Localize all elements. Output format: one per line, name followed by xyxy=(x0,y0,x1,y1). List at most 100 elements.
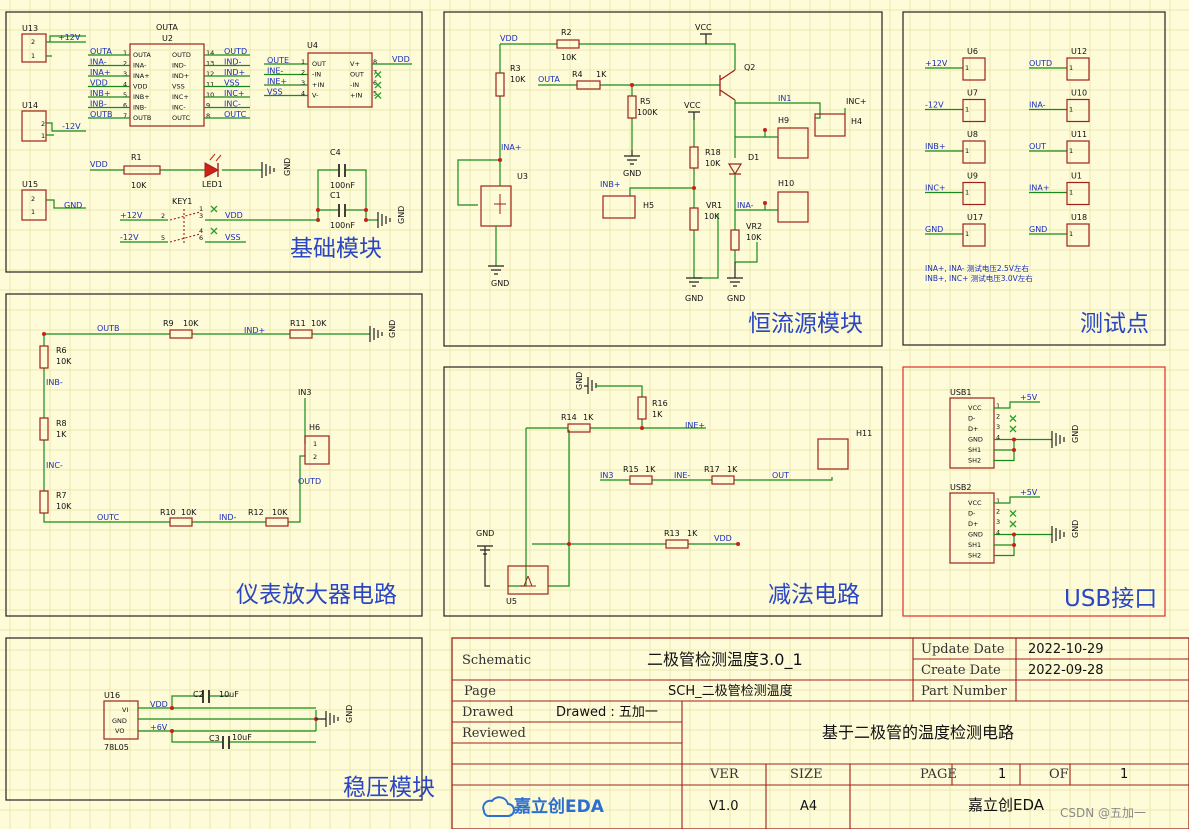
u2-pin-right: INC- xyxy=(172,104,186,112)
usb-pin-name: GND xyxy=(968,436,983,444)
u2-label: U2 xyxy=(162,34,173,43)
u4-pin-right: -IN xyxy=(350,81,359,89)
vr2-value: 10K xyxy=(746,233,762,242)
test-point-pin: 1 xyxy=(965,64,969,72)
u4-pin-left: V- xyxy=(312,92,319,100)
led1-icon xyxy=(204,162,220,178)
u2-left-net: INA- xyxy=(90,58,107,67)
usb-pin-number: 3 xyxy=(996,423,1000,431)
no-connect-icon xyxy=(1009,510,1017,517)
title-block-frame xyxy=(451,637,1189,829)
u2-pin-left: INA+ xyxy=(133,72,150,80)
test-note-1: INA+, INA- 测试电压2.5V左右 xyxy=(925,263,1029,273)
key1-net-p12: +12V xyxy=(120,211,143,220)
ccs-net-inb-plus: INB+ xyxy=(600,180,621,189)
pin: 2 xyxy=(313,453,317,461)
r13-resistor xyxy=(665,539,689,549)
u13-wires xyxy=(46,35,86,57)
r3-value: 10K xyxy=(510,75,526,84)
r6-resistor xyxy=(39,345,49,369)
u15-connector xyxy=(21,189,47,221)
c4-value: 100nF xyxy=(330,181,355,190)
tb-version: V1.0 xyxy=(709,799,739,814)
u14-connector xyxy=(21,110,47,142)
q2-label: Q2 xyxy=(744,63,755,72)
usb-pin-number: 2 xyxy=(996,508,1000,516)
r5-resistor xyxy=(627,95,637,119)
r11-value: 10K xyxy=(311,319,327,328)
vr1-label: VR1 xyxy=(706,201,722,210)
test-point-pin: 1 xyxy=(1069,189,1073,197)
ccs-module: 恒流源模块 VDD R2 10K VCC R3 10K INA+ OUTA R4… xyxy=(443,11,883,347)
u14-wires xyxy=(46,122,86,136)
test-point-net: INA- xyxy=(1029,101,1046,110)
u4-net-vdd: VDD xyxy=(392,55,410,64)
test-point-net: -12V xyxy=(925,101,944,110)
u4-pin-left: -IN xyxy=(312,71,321,79)
vr1-gnd-label: GND xyxy=(685,294,703,303)
u15-label: U15 xyxy=(22,180,38,189)
u3-label: U3 xyxy=(517,172,528,181)
u2-pin-left: VDD xyxy=(133,83,147,91)
regulator-frame xyxy=(5,637,423,801)
ccs-net-inc-plus: INC+ xyxy=(846,97,867,106)
r8-value: 1K xyxy=(56,430,67,439)
pin: 1 xyxy=(313,440,317,448)
regulator-module: 稳压模块 U16 VI GND VO 78L05 C2 10uF C3 10uF… xyxy=(5,637,435,801)
r14-resistor xyxy=(567,423,591,433)
r16-label: R16 xyxy=(652,399,668,408)
led1-rays xyxy=(209,153,222,162)
u2-pin-number: 10 xyxy=(206,91,214,99)
pin: 2 xyxy=(41,120,45,128)
r4-value: 1K xyxy=(596,70,607,79)
tb-part-label: Part Number xyxy=(921,684,1008,699)
r18-resistor xyxy=(689,146,699,169)
u15-wires xyxy=(46,199,86,209)
gnd-icon xyxy=(488,265,504,275)
cap-plates xyxy=(202,690,230,749)
tb-drawed-label: Drawed xyxy=(462,705,514,720)
inamp-frame xyxy=(5,293,423,617)
gnd-icon xyxy=(261,162,275,178)
u3-reference xyxy=(480,185,512,227)
tb-create-date: 2022-09-28 xyxy=(1028,663,1104,678)
usb-pin-name: GND xyxy=(968,531,983,539)
usb-connector-body xyxy=(949,492,995,564)
usb-pin-number: 1 xyxy=(996,497,1000,505)
test-point-pin: 1 xyxy=(1069,106,1073,114)
tb-reviewed-label: Reviewed xyxy=(462,726,526,741)
key1-label: KEY1 xyxy=(172,197,192,206)
test-point-pin: 1 xyxy=(965,230,969,238)
u3-wires xyxy=(495,160,501,266)
gnd-icon xyxy=(377,212,391,228)
vcc-icon xyxy=(688,111,700,120)
no-connect-icon xyxy=(1009,425,1017,433)
u4-pin-number: 6 xyxy=(373,79,377,87)
u2-pin-left: OUTA xyxy=(133,51,151,59)
test-point-pad xyxy=(962,57,986,81)
h9-label: H9 xyxy=(778,116,789,125)
r5-label: R5 xyxy=(640,97,651,106)
usb-pin-number: 4 xyxy=(996,434,1000,442)
u13-connector xyxy=(21,33,47,63)
test-point-ref: U9 xyxy=(967,172,978,181)
u2-pin-number: 4 xyxy=(123,81,127,89)
u4-left-net: INE- xyxy=(267,67,283,76)
usb-pin-name: SH2 xyxy=(968,552,981,560)
test-point-ref: U7 xyxy=(967,89,978,98)
u5-symbol xyxy=(520,575,536,587)
u2-body xyxy=(129,43,205,127)
vr1-value: 10K xyxy=(704,212,720,221)
test-point-ref: U18 xyxy=(1071,213,1087,222)
u2-pin-left: INB- xyxy=(133,104,147,112)
u16-label: U16 xyxy=(104,691,120,700)
test-point-pad xyxy=(1066,181,1090,206)
h9-header xyxy=(777,127,809,159)
usb-pin-name: SH1 xyxy=(968,446,981,454)
u2-pin-number: 11 xyxy=(206,81,214,89)
test-point-net: INA+ xyxy=(1029,184,1050,193)
ccs-net-vdd: VDD xyxy=(500,34,518,43)
sub-gnd-label: GND xyxy=(476,529,494,538)
